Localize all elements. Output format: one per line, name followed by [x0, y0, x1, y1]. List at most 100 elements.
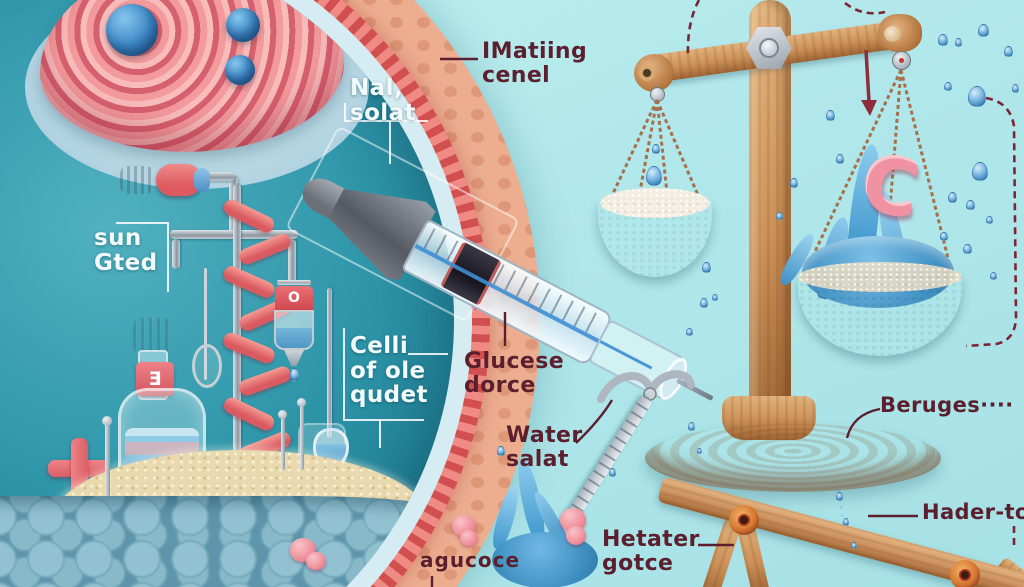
syringe-mouth: [653, 353, 693, 404]
balance-pommel-left: [634, 54, 674, 92]
capsule-cap: [194, 168, 210, 192]
helix-segment: [236, 364, 294, 398]
water-droplet: [963, 244, 972, 254]
balance-pan-left: [598, 144, 712, 284]
pommel-cap-right: [884, 26, 901, 42]
pebble-bed: [0, 496, 454, 587]
wire-rod: [204, 268, 207, 380]
metal-pin: [300, 404, 304, 470]
iv-drip: [290, 368, 299, 381]
plank-rivet: [729, 505, 759, 535]
bottle-cap: [133, 318, 172, 352]
wire-ring: [192, 344, 222, 388]
label-nal-solat: Nal, solat: [350, 75, 416, 126]
water-droplet: [836, 154, 844, 164]
metal-pin-ball: [278, 410, 287, 419]
water-droplet: [940, 232, 948, 241]
water-droplet: [836, 492, 843, 501]
water-droplet: [966, 200, 975, 210]
wooden-table-disc: [645, 424, 941, 492]
iv-bag-hanger: [277, 280, 311, 285]
water-droplet: [497, 446, 505, 456]
water-droplet: [652, 144, 660, 154]
water-droplet: [972, 162, 988, 181]
hanger-bolt-dot: [899, 58, 904, 63]
pan-rim-sand-right: [798, 262, 962, 292]
water-droplet: [700, 298, 708, 308]
pink-blob: [566, 526, 586, 545]
iv-bag-tip: [284, 350, 304, 366]
label-water-salt: Water salat: [506, 423, 583, 472]
helix-segment: [220, 330, 278, 366]
label-sun-gted: sun Gted: [94, 225, 158, 276]
helix-segment: [221, 263, 277, 301]
helix-segment: [221, 394, 277, 434]
flask-rod: [327, 288, 332, 438]
water-droplet: [843, 518, 849, 526]
metal-pin-ball: [297, 398, 306, 407]
iv-bag-top: O: [275, 286, 313, 310]
pommel-ring-left: [639, 65, 655, 81]
label-beruges: Beruges····: [880, 393, 1014, 417]
label-glucose: Glucese dorce: [464, 349, 565, 398]
iv-bag-body: [274, 310, 314, 350]
balance-pommel-right: [878, 14, 922, 52]
intestine-coil-mass: [40, 0, 344, 152]
water-droplet: [697, 448, 702, 454]
water-droplet: [990, 272, 997, 280]
label-agucoce: agucoce: [420, 548, 521, 572]
hanger-bolt-left: [650, 87, 665, 102]
capsule-connector: [120, 166, 154, 194]
metal-pin: [281, 416, 285, 470]
water-droplet: [686, 328, 693, 336]
label-cell-qudet: Celli of ole qudet: [350, 333, 428, 409]
syringe-barrel-open: [587, 318, 693, 404]
balance-pan-right: [776, 142, 962, 356]
bottle-liquid-pink-stripe: [125, 442, 199, 455]
water-droplet: [702, 262, 711, 273]
label-hader: Hader-toco: [922, 500, 1024, 524]
letter-c-candy: C: [856, 139, 926, 236]
iv-bag-glyph: O: [288, 290, 300, 306]
pipe-horizontal: [205, 172, 235, 181]
water-droplet: [826, 110, 835, 121]
bottle-neck-glyph: Ǝ: [148, 368, 162, 390]
water-droplet: [851, 542, 857, 549]
vesicle-sphere: [226, 8, 260, 42]
water-droplet: [948, 192, 957, 203]
metal-pin-ball: [102, 416, 112, 426]
water-droplet: [978, 24, 989, 37]
water-droplet: [955, 38, 962, 47]
pan-bowl-right: [798, 274, 962, 356]
balance-post: [749, 0, 791, 438]
water-droplet: [790, 178, 798, 188]
water-droplet: [712, 294, 718, 301]
balance-nut-bolt: [759, 38, 779, 58]
rivet-center: [959, 569, 971, 581]
water-droplet: [968, 86, 986, 107]
rivet-center: [738, 514, 750, 526]
table-collar: [722, 396, 816, 440]
water-droplet: [688, 422, 695, 431]
pink-blob: [460, 530, 478, 546]
metal-pin: [105, 422, 110, 506]
water-droplet: [986, 216, 993, 224]
vesicle-sphere: [106, 4, 158, 56]
water-droplet: [646, 166, 662, 186]
syringe-needle: [675, 378, 714, 401]
water-droplet: [1012, 84, 1019, 93]
water-droplet: [609, 468, 616, 477]
pan-bowl-left: [598, 201, 712, 277]
plank-rivet: [950, 560, 980, 587]
pipe-vertical: [288, 239, 296, 285]
hanger-bolt-right: [892, 51, 911, 70]
pink-blob: [306, 552, 326, 570]
water-droplet: [1004, 46, 1013, 57]
label-heater: Hetater gotce: [602, 527, 700, 576]
water-droplet: [938, 34, 948, 46]
syringe-blue-line-end: [599, 340, 653, 370]
down-arrow: [861, 49, 877, 116]
water-droplet: [776, 212, 783, 220]
pipe-vertical: [172, 239, 180, 269]
